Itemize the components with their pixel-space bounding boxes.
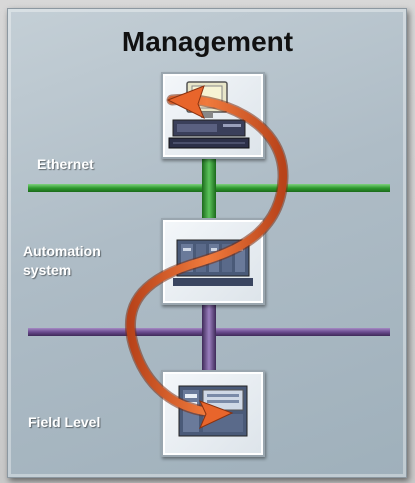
arrowhead-bottom-icon — [199, 400, 234, 430]
flow-curve-highlight — [126, 95, 288, 416]
ethernet-label: Ethernet — [37, 156, 94, 172]
diagram-title: Management — [121, 26, 294, 57]
field-level-label: Field Level — [28, 414, 101, 430]
ethernet-drop-line — [202, 150, 216, 222]
automation-label-line2: system — [23, 262, 72, 278]
fieldbus-drop-line — [202, 298, 216, 376]
arrowhead-top-icon — [166, 85, 205, 120]
automation-label-line1: Automation — [23, 243, 101, 259]
